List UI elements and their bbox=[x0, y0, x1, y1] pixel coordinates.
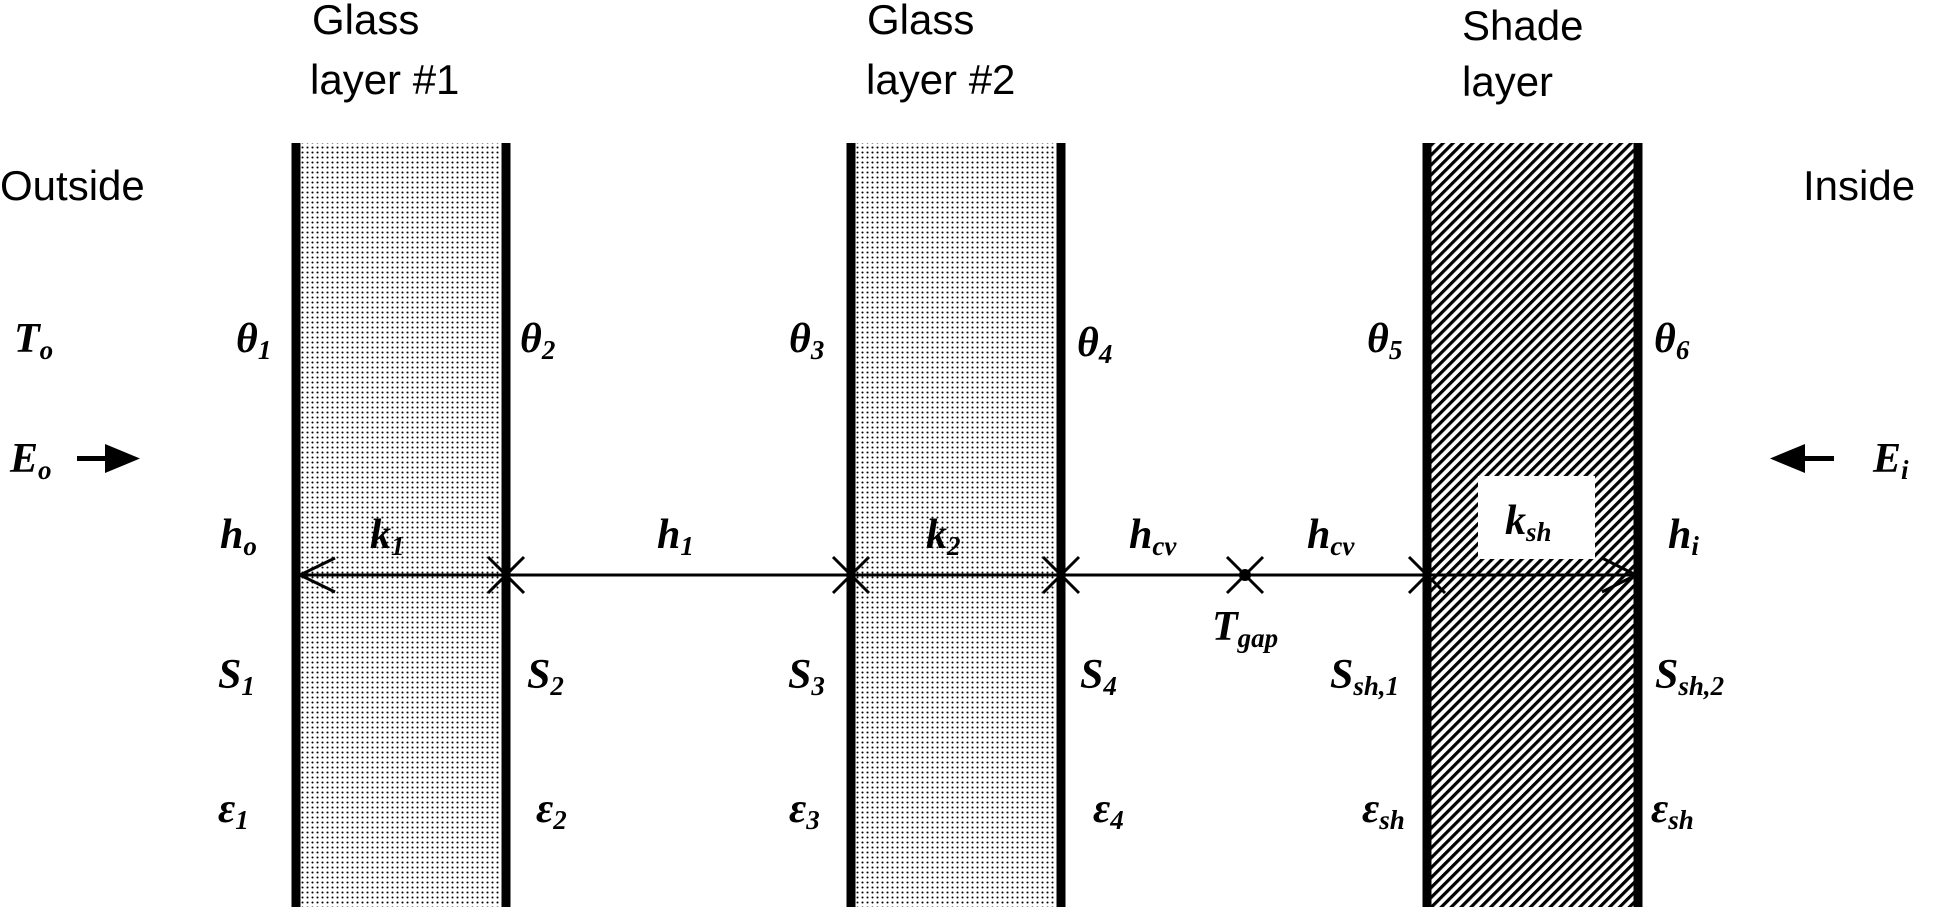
ei-arrow-shaft bbox=[1798, 456, 1834, 461]
k2-symbol: k2 bbox=[926, 512, 961, 561]
glass-layer-2-heading-line1: Glass bbox=[867, 0, 974, 43]
outside-film-coefficient-symbol: ho bbox=[220, 512, 257, 561]
emissivity-4-symbol: ε4 bbox=[1093, 786, 1124, 835]
s2-symbol: S2 bbox=[527, 652, 564, 701]
node-3-marker bbox=[831, 555, 871, 595]
emissivity-1-symbol: ε1 bbox=[218, 786, 249, 835]
h1-symbol: h1 bbox=[657, 512, 694, 561]
theta-2-symbol: θ2 bbox=[520, 316, 555, 365]
node-4-marker bbox=[1041, 555, 1081, 595]
ssh1-symbol: Ssh,1 bbox=[1330, 652, 1399, 701]
theta-5-symbol: θ5 bbox=[1367, 316, 1402, 365]
glass-layer-1-heading-line2: layer #1 bbox=[310, 56, 459, 103]
hcv-right-symbol: hcv bbox=[1307, 512, 1355, 561]
node-6-marker bbox=[1601, 556, 1640, 594]
radiation-arrows bbox=[77, 444, 1834, 473]
ksh-label-box bbox=[1478, 476, 1595, 559]
glass-layer-1-heading-line1: Glass bbox=[312, 0, 419, 43]
theta-4-symbol: θ4 bbox=[1077, 320, 1112, 369]
s1-symbol: S1 bbox=[218, 652, 255, 701]
gap-temperature-symbol: Tgap bbox=[1212, 604, 1278, 653]
emissivity-3-symbol: ε3 bbox=[789, 786, 820, 835]
node-markers bbox=[299, 555, 1640, 595]
shade-layer-heading-line1: Shade bbox=[1462, 2, 1583, 49]
glass-layer-1-fill bbox=[296, 143, 506, 907]
layer-boundaries bbox=[291, 143, 1643, 907]
emissivity-shade-inner-symbol: εsh bbox=[1651, 786, 1694, 835]
emissivity-2-symbol: ε2 bbox=[536, 786, 567, 835]
gap-node-dot bbox=[1239, 569, 1251, 581]
glass-layer-2-heading-line2: layer #2 bbox=[866, 56, 1015, 103]
ei-arrow-head bbox=[1770, 444, 1805, 473]
emissivity-shade-outer-symbol: εsh bbox=[1362, 786, 1405, 835]
outside-radiation-symbol: Eo bbox=[9, 436, 52, 485]
inside-radiation-symbol: Ei bbox=[1872, 436, 1909, 485]
outside-label: Outside bbox=[0, 162, 145, 209]
inside-film-coefficient-symbol: hi bbox=[1668, 512, 1699, 561]
node-5-marker bbox=[1407, 555, 1447, 595]
inside-label: Inside bbox=[1803, 162, 1915, 209]
node-1-marker bbox=[299, 556, 336, 594]
hcv-left-symbol: hcv bbox=[1129, 512, 1177, 561]
eo-arrow-head bbox=[105, 444, 140, 473]
node-2-marker bbox=[486, 555, 526, 595]
s4-symbol: S4 bbox=[1080, 652, 1117, 701]
theta-6-symbol: θ6 bbox=[1654, 316, 1690, 365]
k1-symbol: k1 bbox=[370, 512, 405, 561]
shade-layer-heading-line2: layer bbox=[1462, 58, 1553, 105]
ssh2-symbol: Ssh,2 bbox=[1655, 652, 1724, 701]
theta-1-symbol: θ1 bbox=[236, 316, 271, 365]
s3-symbol: S3 bbox=[788, 652, 825, 701]
ksh-symbol: ksh bbox=[1505, 498, 1552, 547]
glass-layer-2-fill bbox=[851, 143, 1061, 907]
outside-temp-symbol: To bbox=[14, 316, 53, 365]
theta-3-symbol: θ3 bbox=[789, 316, 824, 365]
eo-arrow-shaft bbox=[77, 456, 111, 461]
